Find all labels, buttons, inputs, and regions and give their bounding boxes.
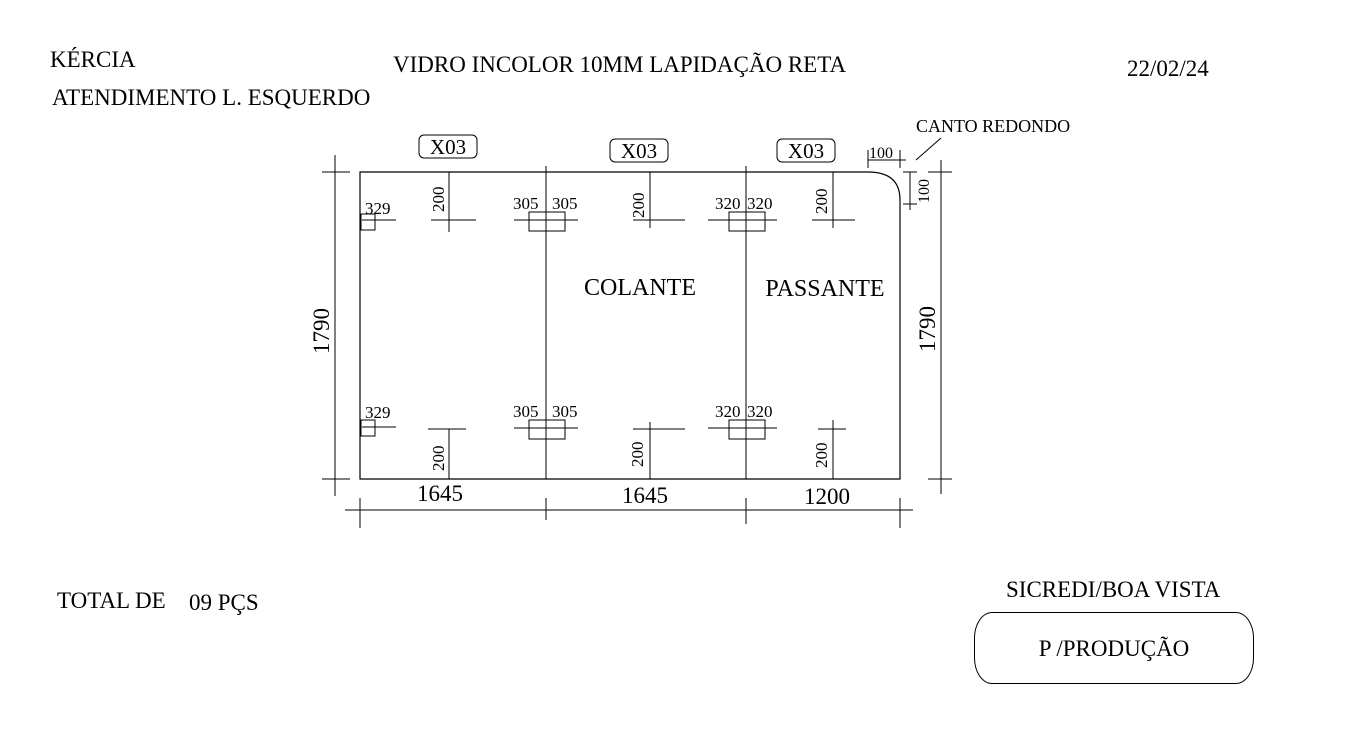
location-label: SICREDI/BOA VISTA <box>1006 577 1221 602</box>
panel-width-label: 1645 <box>417 481 463 506</box>
corner-note: CANTO REDONDO <box>916 116 1070 136</box>
qty-box <box>418 134 478 159</box>
hinge-label: 320 <box>715 194 741 213</box>
hinge-label: 320 <box>747 402 773 421</box>
production-stamp: P /PRODUÇÃO <box>974 612 1254 684</box>
qty-label: X03 <box>788 139 824 163</box>
hole-offset-label: 200 <box>628 442 647 468</box>
hinge-label: 320 <box>747 194 773 213</box>
hinge-label: 305 <box>552 402 578 421</box>
panel-width-label: 1200 <box>804 484 850 509</box>
client-name: KÉRCIA <box>50 47 136 72</box>
height-right-label: 1790 <box>915 306 940 352</box>
corner-dim-v: 100 <box>916 179 933 203</box>
panel-width-label: 1645 <box>622 483 668 508</box>
production-stamp-label: P /PRODUÇÃO <box>1038 635 1190 661</box>
page-title: VIDRO INCOLOR 10MM LAPIDAÇÃO RETA <box>393 52 847 77</box>
qty-label: X03 <box>621 139 657 163</box>
hinge-mark <box>728 419 766 440</box>
panel-label-passante: PASSANTE <box>765 276 884 302</box>
corner-dim-h: 100 <box>869 145 893 162</box>
hinge-mark <box>360 419 376 437</box>
hole-offset-label: 200 <box>812 443 831 469</box>
glass-outline <box>359 171 901 480</box>
corner-leader <box>915 137 942 161</box>
total-prefix: TOTAL DE <box>57 588 166 613</box>
panel-label-colante: COLANTE <box>584 275 696 301</box>
hole-offset-label: 200 <box>429 187 448 213</box>
hinge-mark <box>728 211 766 232</box>
hinge-left-label: 329 <box>365 403 391 422</box>
date-label: 22/02/24 <box>1127 56 1209 81</box>
service-note: ATENDIMENTO L. ESQUERDO <box>52 85 371 110</box>
hinge-mark <box>360 213 376 231</box>
hinge-mark <box>528 419 566 440</box>
height-left-label: 1790 <box>309 308 334 354</box>
qty-label: X03 <box>430 135 466 159</box>
hinge-mark <box>528 211 566 232</box>
hole-offset-label: 200 <box>812 189 831 215</box>
total-value: 09 PÇS <box>189 590 259 615</box>
hinge-label: 305 <box>552 194 578 213</box>
hinge-label: 305 <box>513 194 539 213</box>
hinge-left-label: 329 <box>365 199 391 218</box>
hinge-label: 305 <box>513 402 539 421</box>
hole-offset-label: 200 <box>629 193 648 219</box>
qty-box <box>776 138 836 163</box>
qty-box <box>609 138 669 163</box>
hinge-label: 320 <box>715 402 741 421</box>
hole-offset-label: 200 <box>429 446 448 472</box>
